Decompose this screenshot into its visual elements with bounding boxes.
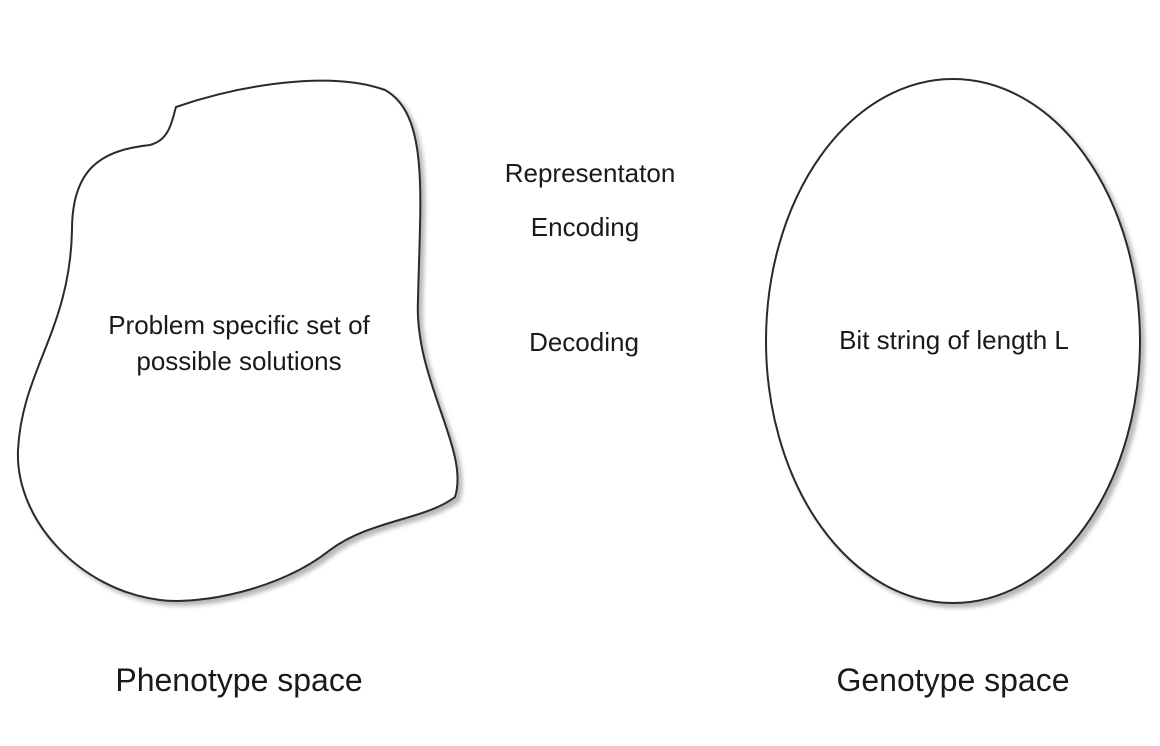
representation-label: Representaton [504,158,676,188]
phenotype-shape-text-line1: Problem specific set of [108,310,370,340]
decoding-label: Decoding [529,327,639,357]
encoding-label: Encoding [530,212,640,242]
genotype-shape-text: Bit string of length L [839,325,1069,355]
genotype-space-caption: Genotype space [836,662,1070,698]
phenotype-shape-text-line2: possible solutions [136,346,342,376]
phenotype-space-shape [16,79,459,602]
phenotype-space-caption: Phenotype space [115,662,363,698]
genotype-space-ellipse [765,78,1141,604]
